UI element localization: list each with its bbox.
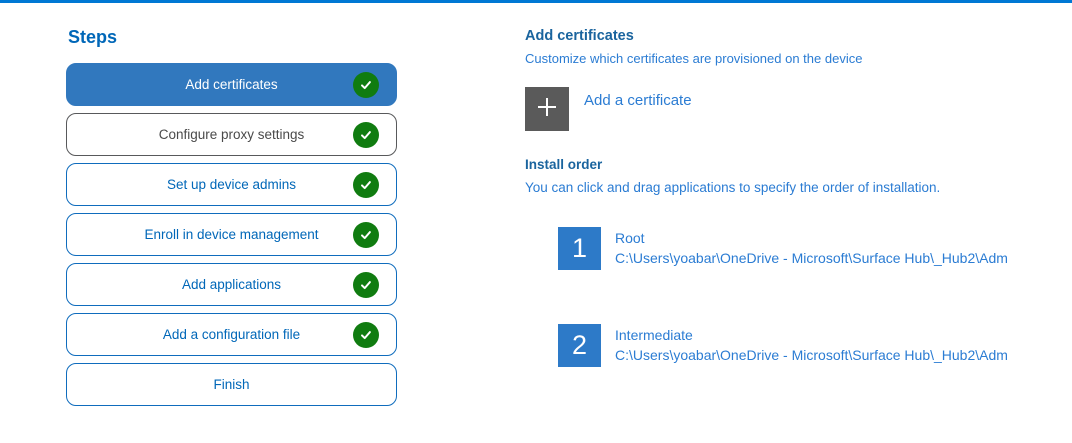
plus-icon: [535, 95, 559, 124]
step-button-add-a-configuration-file[interactable]: Add a configuration file: [66, 313, 397, 356]
completed-check-icon: [353, 271, 379, 298]
step-button-add-certificates[interactable]: Add certificates: [66, 63, 397, 106]
completed-check-icon: [353, 221, 379, 248]
add-certificate-row: Add a certificate: [525, 87, 692, 131]
install-item-name: Intermediate: [615, 327, 693, 343]
step-button-configure-proxy-settings[interactable]: Configure proxy settings: [66, 113, 397, 156]
step-button-finish[interactable]: Finish: [66, 363, 397, 406]
completed-check-icon: [353, 321, 379, 348]
content-heading: Add certificates: [525, 28, 634, 44]
step-label: Enroll in device management: [144, 227, 319, 242]
install-order-heading: Install order: [525, 157, 603, 172]
install-item-name: Root: [615, 230, 645, 246]
add-certificate-label: Add a certificate: [584, 92, 692, 109]
content-description: Customize which certificates are provisi…: [525, 51, 863, 66]
order-number-badge: 2: [558, 324, 601, 367]
install-item-path: C:\Users\yoabar\OneDrive - Microsoft\Sur…: [615, 250, 1008, 266]
step-label: Finish: [213, 377, 250, 392]
order-number-badge: 1: [558, 227, 601, 270]
install-item-path: C:\Users\yoabar\OneDrive - Microsoft\Sur…: [615, 347, 1008, 363]
accent-top-border: [0, 0, 1072, 3]
step-label: Add applications: [181, 277, 282, 292]
install-item-text: Intermediate C:\Users\yoabar\OneDrive - …: [615, 325, 1008, 365]
step-label: Add certificates: [185, 77, 278, 92]
install-order-description: You can click and drag applications to s…: [525, 180, 941, 195]
add-certificate-button[interactable]: [525, 87, 569, 131]
step-button-set-up-device-admins[interactable]: Set up device admins: [66, 163, 397, 206]
step-label: Configure proxy settings: [158, 127, 305, 142]
install-order-item-root[interactable]: 1 Root C:\Users\yoabar\OneDrive - Micros…: [558, 227, 1008, 270]
completed-check-icon: [353, 71, 379, 98]
steps-panel: Steps Add certificates Configure proxy s…: [66, 27, 397, 413]
steps-heading: Steps: [68, 27, 118, 47]
install-item-text: Root C:\Users\yoabar\OneDrive - Microsof…: [615, 228, 1008, 268]
completed-check-icon: [353, 121, 379, 148]
install-order-item-intermediate[interactable]: 2 Intermediate C:\Users\yoabar\OneDrive …: [558, 324, 1008, 367]
step-label: Set up device admins: [166, 177, 297, 192]
completed-check-icon: [353, 171, 379, 198]
step-button-add-applications[interactable]: Add applications: [66, 263, 397, 306]
step-label: Add a configuration file: [162, 327, 301, 342]
step-button-enroll-in-device-management[interactable]: Enroll in device management: [66, 213, 397, 256]
